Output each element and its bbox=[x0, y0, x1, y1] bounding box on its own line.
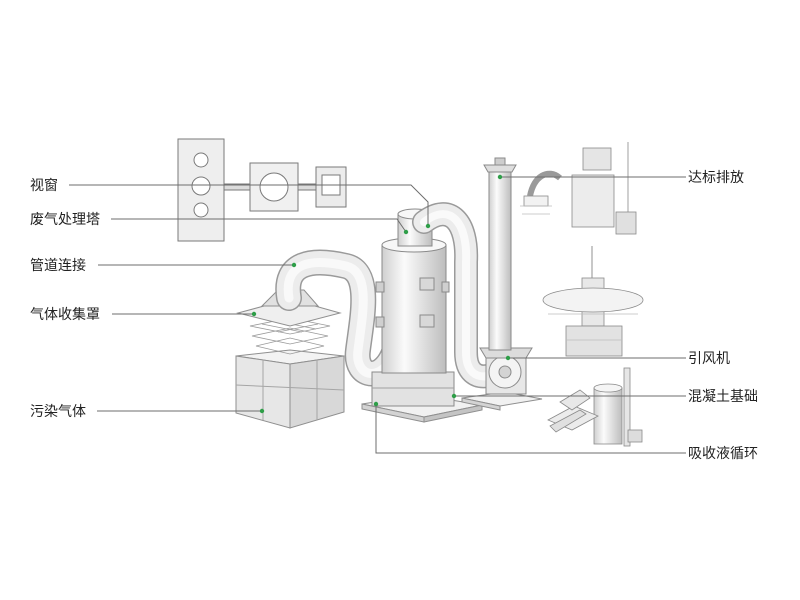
tower-window-5 bbox=[441, 281, 450, 293]
marker-dots bbox=[251, 174, 511, 414]
pollutant-gas-box bbox=[235, 349, 345, 429]
outlet-duct bbox=[412, 202, 500, 389]
leader-circulation bbox=[375, 404, 686, 454]
marker-circulation bbox=[373, 401, 379, 407]
tower-base-frame bbox=[371, 371, 455, 407]
marker-hood bbox=[251, 311, 257, 317]
tower-body bbox=[381, 244, 447, 374]
leader-viewport bbox=[69, 184, 429, 226]
label-pollutant: 污染气体 bbox=[30, 404, 86, 420]
label-viewport: 视窗 bbox=[30, 178, 58, 194]
viewport-port-2 bbox=[191, 176, 211, 196]
tower-window-3 bbox=[419, 277, 435, 291]
label-hood: 气体收集罩 bbox=[30, 307, 100, 323]
tower-window-4 bbox=[419, 314, 435, 328]
marker-tower bbox=[403, 229, 409, 235]
exhaust-chimney bbox=[483, 157, 517, 351]
fan-illustration bbox=[542, 246, 644, 357]
label-foundation: 混凝土基础 bbox=[688, 389, 758, 405]
foundation-illustration bbox=[547, 367, 643, 447]
viewport-connector-1 bbox=[223, 183, 251, 191]
tower-window-2 bbox=[375, 316, 385, 328]
induced-draft-fan bbox=[479, 347, 533, 395]
marker-pipe bbox=[291, 262, 297, 268]
viewport-port-4 bbox=[259, 172, 289, 202]
treatment-tower bbox=[371, 208, 455, 407]
marker-emission bbox=[497, 174, 503, 180]
label-circulation: 吸收液循环 bbox=[688, 446, 758, 462]
label-fan: 引风机 bbox=[688, 351, 730, 367]
marker-foundation bbox=[451, 393, 457, 399]
emission-illustration bbox=[520, 142, 637, 235]
marker-viewport bbox=[425, 223, 431, 229]
label-emission: 达标排放 bbox=[688, 170, 744, 186]
leader-tower bbox=[111, 218, 407, 233]
viewport-connector-2 bbox=[297, 183, 317, 191]
viewport-port-3 bbox=[193, 202, 209, 218]
viewport-port-1 bbox=[193, 152, 209, 168]
label-tower: 废气处理塔 bbox=[30, 212, 100, 228]
marker-pollutant bbox=[259, 408, 265, 414]
tower-window-1 bbox=[375, 281, 385, 293]
filter-mesh bbox=[249, 317, 331, 355]
marker-fan bbox=[505, 355, 511, 361]
viewport-schematic bbox=[177, 138, 347, 242]
label-pipe: 管道连接 bbox=[30, 258, 86, 274]
leader-lines bbox=[69, 176, 686, 454]
